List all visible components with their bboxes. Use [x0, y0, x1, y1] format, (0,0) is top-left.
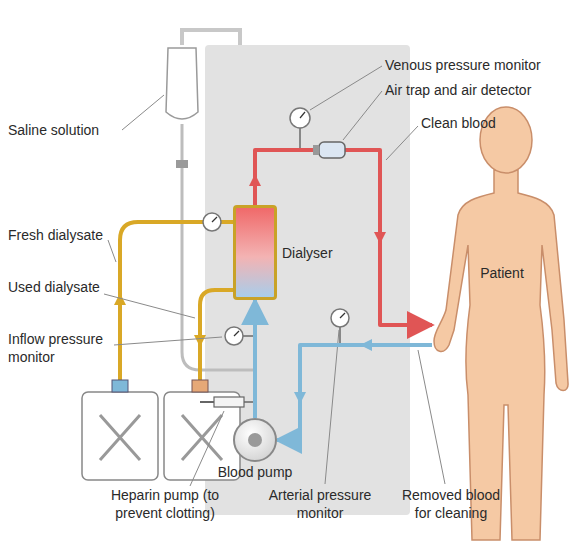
- gauge-stem: [339, 327, 341, 345]
- can-mark: [100, 415, 140, 460]
- fresh-dialysate-can: [82, 392, 158, 480]
- bag-hanger: [182, 30, 240, 45]
- flow-arrow: [374, 232, 386, 244]
- venous-pressure-gauge: [290, 108, 310, 128]
- node-label: Patient: [480, 265, 524, 282]
- callout-label: Heparin pump (to prevent clotting): [90, 486, 240, 522]
- gauge-needle: [340, 313, 345, 318]
- leader-lines: [104, 66, 445, 486]
- leader-line: [325, 330, 339, 484]
- leader-line: [108, 240, 116, 262]
- can-cap: [112, 380, 128, 392]
- blood-pump: Blood pump: [233, 418, 277, 462]
- air-trap: [319, 142, 345, 158]
- body-outline: [432, 95, 572, 545]
- saline-bag: [166, 48, 198, 119]
- drip-clamp: [176, 160, 188, 168]
- blood-line: [255, 150, 432, 325]
- heparin-syringe: [214, 397, 244, 407]
- blood-line: [253, 300, 257, 418]
- leader-line: [104, 294, 195, 318]
- dialysate-gauge: [203, 213, 221, 231]
- callout-label: Arterial pressure monitor: [255, 486, 385, 522]
- callout-label: Air trap and air detector: [385, 81, 575, 99]
- callout-label: Removed blood for cleaning: [392, 486, 510, 522]
- patient-figure: Patient: [432, 95, 572, 545]
- leader-line: [122, 95, 164, 130]
- flow-arrow: [194, 335, 206, 347]
- body-shape: [434, 170, 568, 540]
- leader-line: [386, 126, 418, 160]
- inflow-pressure-gauge: [225, 327, 243, 345]
- air-detector: [313, 145, 319, 155]
- node-label: Blood pump: [218, 464, 293, 481]
- pump-rotor: [248, 433, 262, 447]
- flow-arrow: [360, 339, 372, 351]
- leader-line: [114, 337, 222, 345]
- callout-label: Fresh dialysate: [8, 226, 128, 244]
- callout-label: Used dialysate: [8, 278, 128, 296]
- gauge-needle: [212, 217, 217, 222]
- syringe-plunger: [200, 401, 214, 403]
- callout-label: Venous pressure monitor: [385, 56, 575, 74]
- gauge-stem: [299, 128, 301, 150]
- callout-label: Clean blood: [421, 114, 571, 132]
- can-cap: [192, 380, 208, 392]
- leader-line: [418, 350, 445, 484]
- leader-line: [310, 66, 382, 110]
- fresh-dialysate-tube: [120, 222, 233, 380]
- flow-arrow: [249, 174, 261, 186]
- gauge-needle: [300, 112, 305, 118]
- can-mark: [182, 415, 222, 460]
- flow-arrow: [294, 392, 306, 404]
- node-label: Dialyser: [282, 244, 333, 261]
- arterial-pressure-gauge: [331, 309, 349, 327]
- leader-line: [343, 91, 382, 140]
- callout-label: Inflow pressure monitor: [8, 330, 128, 366]
- dialyser-cylinder: Dialyser: [233, 205, 277, 300]
- blood-line: [277, 345, 432, 440]
- gauge-needle: [234, 331, 239, 336]
- callout-label: Saline solution: [8, 121, 158, 139]
